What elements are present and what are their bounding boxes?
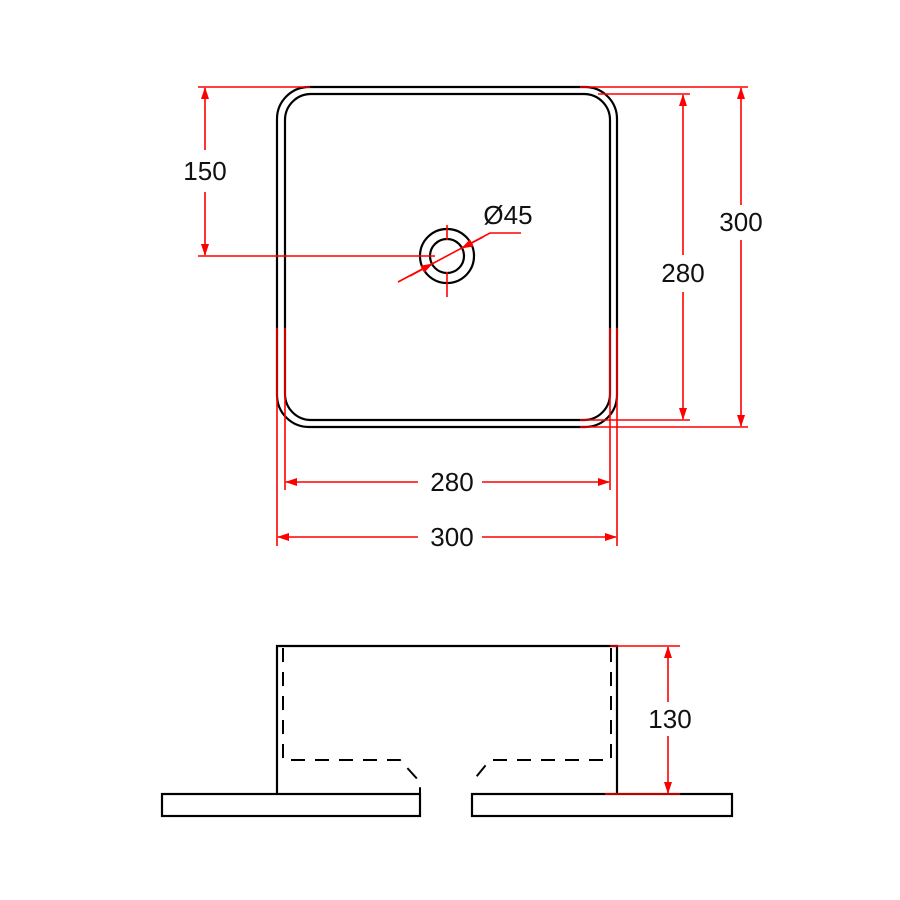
countertop-right [470,792,734,818]
basin-inner-outline [283,92,612,422]
dim-label-280v: 280 [661,258,704,288]
dim-label-300h: 300 [430,522,473,552]
basin-outer-outline [275,85,619,429]
top-view: 150 Ø45 280 300 280 300 [183,85,763,552]
basin-side-outline [275,644,619,794]
basin-hidden-right [471,648,612,783]
dim-arrow-diameter-b [461,236,484,249]
dim-label-diameter: Ø45 [483,200,532,230]
dim-label-280h: 280 [430,467,473,497]
countertop-left [160,792,422,818]
dim-label-130: 130 [648,704,691,734]
dim-arrow-diameter-a [409,263,433,277]
side-view: 130 [160,644,734,818]
dim-label-150: 150 [183,156,226,186]
dim-label-300v: 300 [719,207,762,237]
dim-leader-diameter [397,232,521,283]
basin-hidden-left [282,648,421,816]
